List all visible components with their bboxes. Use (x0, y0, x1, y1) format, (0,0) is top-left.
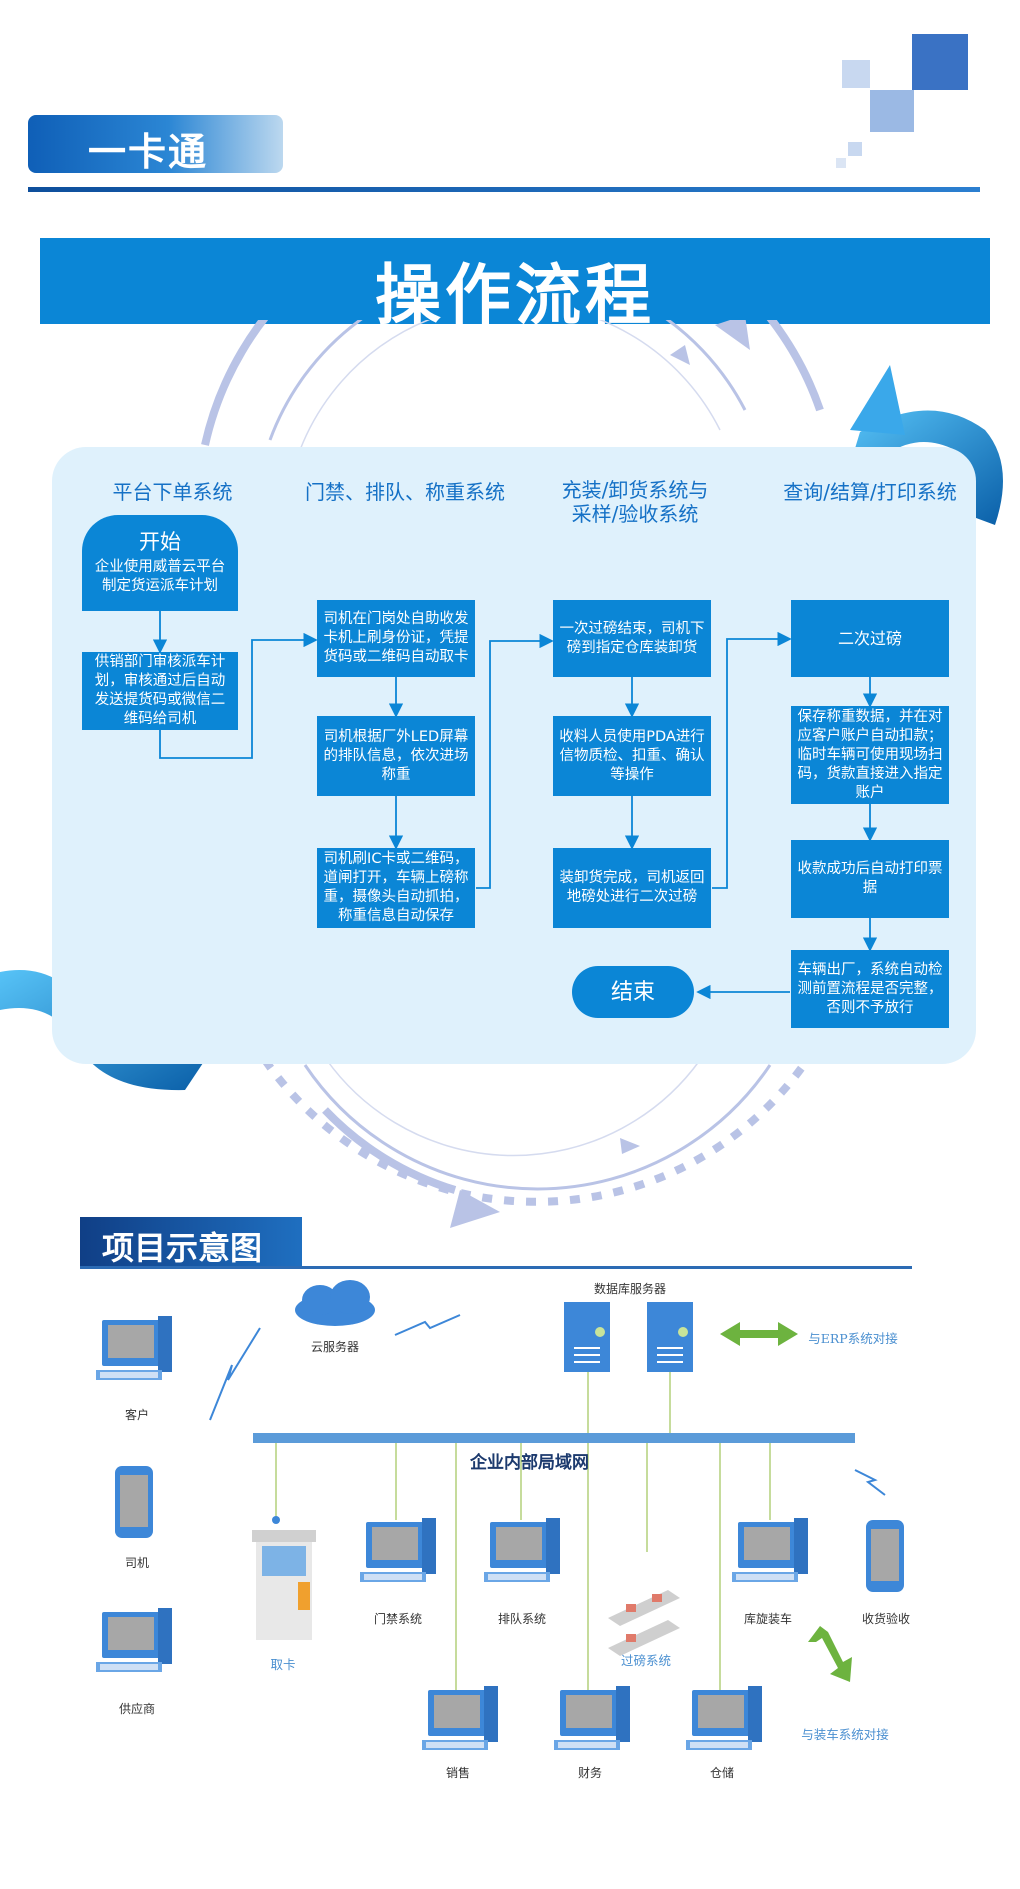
project-tab: 项目示意图 (80, 1217, 302, 1267)
column-title-settle: 查询/结算/打印系统 (783, 480, 957, 504)
label-supplier: 供应商 (118, 1702, 155, 1716)
label-erp: 与ERP系统对接 (808, 1331, 898, 1346)
label-gate: 门禁系统 (373, 1612, 422, 1626)
flow-step-first-weigh: 司机刷IC卡或二维码，道闸打开，车辆上磅称重，摄像头自动抓拍，称重信息自动保存 (317, 848, 475, 928)
project-title: 项目示意图 (102, 1229, 263, 1267)
flow-step-save-deduct: 保存称重数据，并在对应客户账户自动扣款；临时车辆可使用现场扫码，货款直接进入指定… (791, 706, 949, 804)
network-diagram (96, 1280, 904, 1750)
flow-step-exit-check: 车辆出厂，系统自动检测前置流程是否完整，否则不予放行 (791, 950, 949, 1028)
label-db-server: 数据库服务器 (593, 1282, 666, 1296)
flow-step-pda-check: 收料人员使用PDA进行信物质检、扣重、确认等操作 (553, 716, 711, 796)
label-loader: 与装车系统对接 (801, 1727, 889, 1742)
label-warehouse: 仓储 (709, 1766, 734, 1780)
flow-step-second-weigh-return: 装卸货完成，司机返回地磅处进行二次过磅 (553, 848, 711, 928)
lan-label: 企业内部局域网 (470, 1453, 589, 1473)
start-title: 开始 (139, 529, 181, 554)
label-cloud: 云服务器 (310, 1340, 359, 1354)
label-load: 库旋装车 (743, 1612, 792, 1626)
flow-step-dispatch-approval: 供销部门审核派车计划，审核通过后自动发送提货码或微信二维码给司机 (82, 652, 238, 730)
flow-start-node: 开始 企业使用威普云平台制定货运派车计划 (82, 515, 238, 611)
flow-end-node: 结束 (572, 966, 694, 1018)
label-customer: 客户 (124, 1408, 149, 1422)
flow-connectors (152, 611, 878, 1000)
column-title-load: 充装/卸货系统与 采样/验收系统 (561, 478, 709, 526)
flow-step-go-warehouse: 一次过磅结束，司机下磅到指定仓库装卸货 (553, 600, 711, 677)
lan-bar (253, 1433, 855, 1443)
label-queue: 排队系统 (497, 1612, 546, 1626)
flow-step-print-receipt: 收款成功后自动打印票据 (791, 840, 949, 918)
column-title-order: 平台下单系统 (112, 480, 233, 504)
label-card: 取卡 (270, 1657, 296, 1672)
flow-step-second-weigh: 二次过磅 (791, 600, 949, 677)
brand-title: 一卡通 (88, 130, 209, 174)
header-rule (28, 187, 980, 192)
label-receive: 收货验收 (861, 1612, 910, 1626)
label-finance: 财务 (577, 1766, 602, 1780)
flow-step-queue: 司机根据厂外LED屏幕的排队信息，依次进场称重 (317, 716, 475, 796)
label-driver: 司机 (124, 1556, 149, 1570)
project-rule (80, 1266, 912, 1269)
brand-tab: 一卡通 (28, 115, 283, 174)
column-title-gate: 门禁、排队、称重系统 (305, 480, 505, 504)
start-text: 企业使用威普云平台制定货运派车计划 (94, 558, 226, 594)
label-sales: 销售 (445, 1766, 470, 1780)
flow-step-get-card: 司机在门岗处自助收发卡机上刷身份证，凭提货码或二维码自动取卡 (317, 600, 475, 677)
label-weigh: 过磅系统 (620, 1653, 671, 1668)
